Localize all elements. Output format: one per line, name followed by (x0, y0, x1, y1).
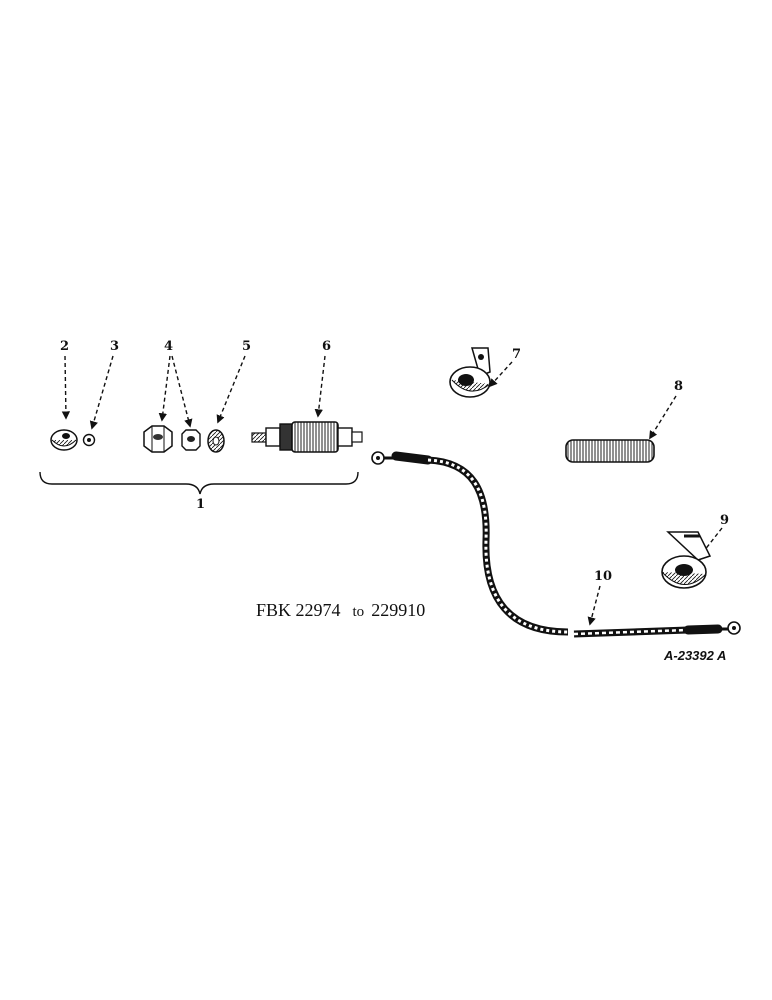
leader-5 (216, 355, 246, 424)
knob-icon (50, 429, 78, 451)
cable-icon (371, 451, 741, 638)
callout-9: 9 (720, 513, 729, 528)
callout-3: 3 (110, 339, 119, 354)
hex-nut-small-icon (181, 429, 201, 451)
leader-4a (158, 355, 171, 422)
leader-8 (649, 395, 677, 440)
caption: FBK 22974 to 229910 (256, 600, 425, 620)
caption-part-3: 229910 (371, 600, 425, 620)
callout-5: 5 (242, 339, 251, 354)
kit-brace (39, 471, 359, 495)
caption-part-1: FBK 22974 (256, 600, 341, 620)
leader-3 (89, 355, 114, 430)
caption-part-2: to (353, 604, 365, 620)
callout-10: 10 (594, 569, 612, 584)
leader-6 (314, 355, 326, 418)
clip-icon-9 (661, 531, 712, 589)
leader-10 (587, 585, 601, 626)
leader-7 (488, 361, 513, 388)
clip-icon (449, 347, 491, 398)
callout-2: 2 (60, 339, 69, 354)
callout-6: 6 (322, 339, 331, 354)
switch-body-icon (251, 421, 363, 453)
callout-4: 4 (164, 339, 173, 354)
callout-7: 7 (512, 347, 521, 362)
leader-2 (61, 355, 71, 420)
small-nut-icon (82, 433, 96, 447)
callout-8: 8 (674, 379, 683, 394)
tape-sleeve-icon (565, 439, 655, 463)
reference-code: A-23392 A (663, 648, 726, 663)
hex-nut-icon (143, 425, 173, 453)
leader-4b (171, 355, 193, 428)
lock-washer-icon (207, 429, 225, 453)
callout-1: 1 (196, 497, 205, 512)
